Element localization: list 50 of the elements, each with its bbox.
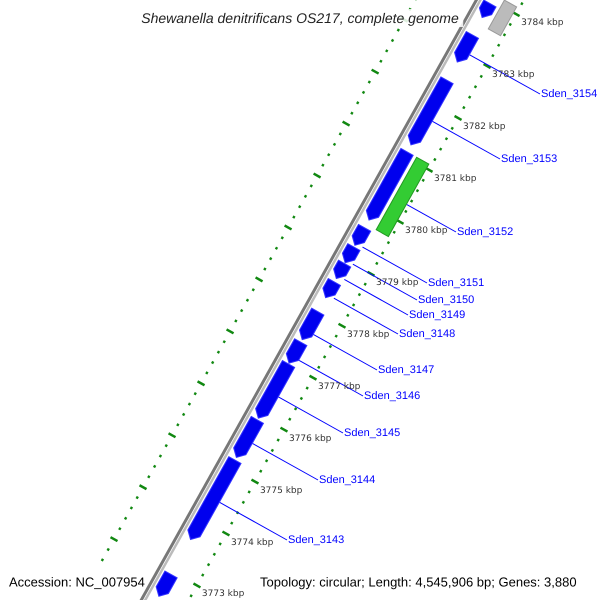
gene-label: Sden_3149 [409,309,466,321]
leader-line [313,334,378,370]
gene-label: Sden_3154 [541,88,598,100]
gene-feature [233,416,264,458]
gene-feature [322,278,342,298]
leader-line [469,54,540,94]
gene-label: Sden_3144 [319,474,376,486]
scale-label: 3778 kbp [346,330,390,340]
leader-line [344,279,408,316]
gene-label: Sden_3151 [428,277,484,289]
gene-label: Sden_3152 [457,226,514,238]
scale-label: 3781 kbp [434,174,476,184]
gene-bar [488,0,518,36]
gene-feature [342,242,361,264]
gene-feature [333,260,352,280]
gene-feature [352,224,372,246]
gene-label: Sden_3150 [418,294,474,306]
gene-label: Sden_3153 [501,153,558,165]
leader-line [219,502,288,540]
leader-line [252,443,318,480]
scale-label: 3780 kbp [405,226,448,236]
gene-feature [286,338,308,364]
scale-label: 3784 kbp [521,18,564,28]
gene-feature [298,308,325,340]
gene-label: Sden_3146 [364,390,420,402]
leader-line [298,360,364,396]
highlighted-gene [375,156,430,238]
leader-line [432,120,500,160]
leader-line [352,264,418,300]
gene-feature [255,360,296,419]
genome-stats: Topology: circular; Length: 4,545,906 bp; Genes: 3,880 [260,574,577,590]
gene-label: Sden_3148 [399,328,456,340]
scale-label: 3773 kbp [202,589,244,600]
leader-line [362,246,428,284]
gene-label: Sden_3145 [344,427,400,439]
leader-line [278,396,344,434]
gene-feature [366,148,414,221]
gene-feature [478,0,497,18]
gene-label: Sden_3143 [288,534,344,546]
leader-line [333,298,398,334]
gene-feature [454,30,480,63]
scale-label: 3774 kbp [230,538,274,548]
scale-label: 3782 kbp [463,122,506,132]
scale-label: 3776 kbp [288,434,332,444]
accession-text: Accession: NC_007954 [9,574,145,590]
scale-label: 3775 kbp [260,486,302,496]
gene-feature [408,76,454,146]
gene-feature [156,570,178,597]
gene-label: Sden_3147 [378,364,434,376]
leader-line [406,204,456,232]
